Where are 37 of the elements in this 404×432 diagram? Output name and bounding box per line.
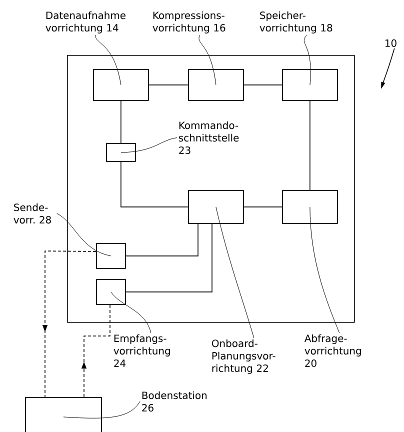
- callout-label: Abfrage- vorrichtung 20: [304, 334, 361, 368]
- callout-label: Speicher- vorrichtung 18: [260, 11, 332, 34]
- connector-line: [120, 162, 188, 208]
- callout-label: Datenaufnahme vorrichtung 14: [46, 11, 126, 34]
- component-box: [25, 397, 102, 432]
- leader-line: [216, 206, 254, 338]
- component-box: [282, 190, 338, 224]
- component-box: [282, 69, 338, 101]
- callout-label: Sende- vorr. 28: [14, 203, 51, 224]
- callout-label: Bodenstation 26: [142, 391, 207, 412]
- connector-line: [148, 84, 188, 86]
- callout-label: Onboard- Planungsvor- richtung 22: [212, 339, 276, 374]
- device-frame: [67, 55, 355, 323]
- connector-line: [244, 84, 282, 86]
- component-box: [106, 143, 136, 162]
- component-box: [188, 69, 244, 101]
- connector-line: [126, 224, 198, 256]
- callout-label: Kompressions- vorrichtung 16: [152, 11, 226, 34]
- connector-line: [244, 206, 282, 208]
- component-box: [96, 279, 126, 305]
- component-box: [188, 190, 244, 224]
- connector-line: [126, 224, 212, 292]
- leader-line: [95, 34, 122, 86]
- callout-label: Kommando- schnittstelle 23: [178, 121, 239, 154]
- leader-line: [110, 292, 152, 334]
- leader-line: [120, 137, 178, 153]
- leader-line: [310, 206, 340, 334]
- leader-line: [63, 401, 140, 418]
- leader-line: [304, 34, 311, 86]
- connector-line: [120, 100, 122, 144]
- arrow: [81, 304, 110, 398]
- leader-line: [56, 213, 112, 256]
- leader-line: [198, 34, 216, 86]
- component-box: [93, 69, 149, 101]
- component-box: [96, 243, 126, 269]
- callout-label: Empfangs- vorrichtung 24: [114, 334, 170, 367]
- callout-label: 10: [386, 39, 396, 47]
